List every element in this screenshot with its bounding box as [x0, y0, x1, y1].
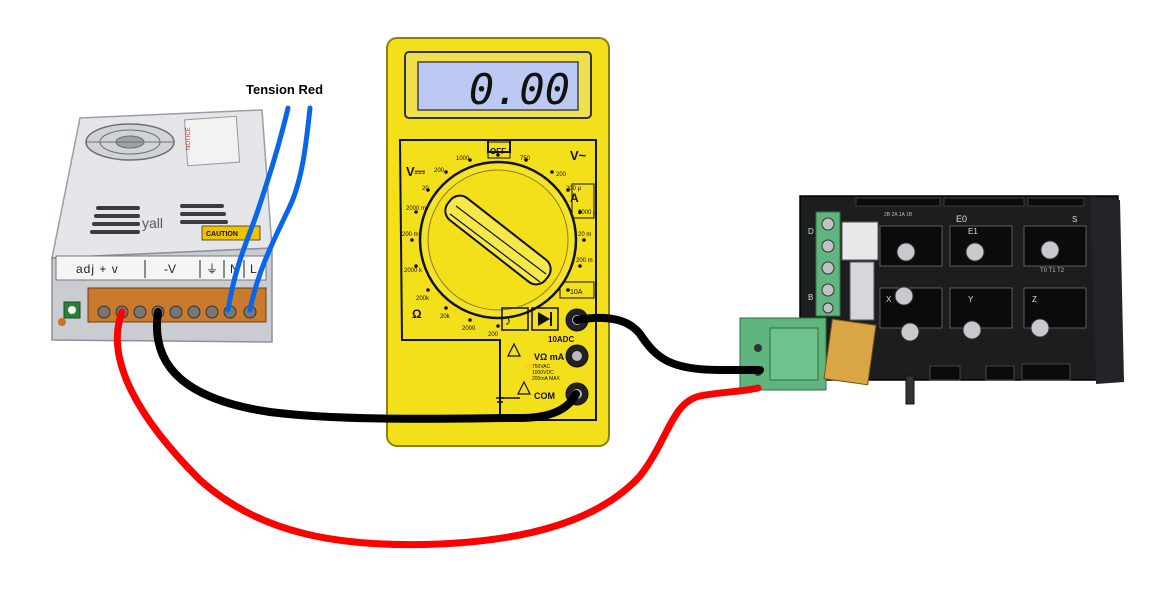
capacitors — [894, 240, 1060, 342]
jack-vomA[interactable] — [565, 344, 589, 368]
wire-blue-2 — [247, 105, 313, 313]
board-e1-label: E1 — [968, 227, 978, 236]
vent-left — [90, 206, 140, 234]
a2000u-label: 2000 μ — [578, 210, 597, 216]
r2000-label: 2000 — [462, 326, 476, 332]
amps-label: A — [570, 191, 579, 205]
board-x-label: X — [886, 295, 892, 304]
r2000k-label: 2000 k — [404, 268, 423, 274]
power-supply: NOTICE yall CAUTION adj + v -V ⏚ N L — [51, 109, 273, 343]
jack-com-label: COM — [534, 391, 555, 401]
rating-label-3: 200mA MAX — [532, 376, 560, 382]
rotary-selector-dial[interactable] — [418, 160, 578, 320]
pin-header-top — [855, 197, 1085, 207]
notice-sticker — [183, 115, 241, 167]
lcd-screen — [417, 61, 579, 111]
a200m-label: 200 m — [576, 258, 593, 264]
high-voltage-icon: ⚡ — [522, 360, 534, 373]
board-b-label: B — [808, 293, 813, 302]
wire-red — [113, 308, 762, 549]
hfe-socket — [571, 183, 595, 219]
v200m-label: 200 m — [402, 232, 419, 238]
v200b-label: 200 — [556, 172, 567, 178]
board-d-label: D — [808, 227, 814, 236]
r200-label: 200 — [488, 332, 499, 338]
v2000m-label: 2000 m — [406, 206, 426, 212]
ground-symbol-icon — [496, 397, 504, 407]
power-input-terminal — [739, 317, 827, 391]
diode-icon — [538, 312, 552, 326]
board-z-label: Z — [1032, 295, 1037, 304]
pin-header-bottom — [929, 363, 1071, 381]
caution-sticker — [201, 225, 261, 241]
controller-board: E0 E1 Y Z X S D B 2B 2A 1A 1B T0 T1 T2 — [739, 195, 1124, 405]
polyfuse — [823, 318, 877, 386]
brand-label: yall — [142, 215, 163, 231]
caution-label: CAUTION — [206, 231, 238, 238]
minus-v-label: -V — [164, 262, 176, 276]
adj-v-label: adj + v — [76, 262, 119, 276]
r200k-label: 200k — [416, 296, 430, 302]
v20-label: 20 — [422, 186, 429, 192]
v1000-label: 1000 — [456, 156, 470, 162]
off-label: OFF — [490, 147, 506, 156]
a200u-label: 200 μ — [566, 186, 582, 192]
board-y-label: Y — [968, 295, 974, 304]
thermistor-label: T0 T1 T2 — [1040, 268, 1065, 274]
a10-label: 10A — [570, 289, 583, 296]
wire-black — [152, 308, 764, 423]
wire-blue-1 — [225, 105, 291, 313]
continuity-icon: ♪ — [505, 314, 511, 328]
multimeter: 0.00 V⎓ V~ OFF A Ω 1000 750 200 200 20 2… — [386, 37, 610, 447]
v200a-label: 200 — [434, 168, 445, 174]
rating-label-2: 1000VDC — [532, 370, 554, 376]
vac-label: V~ — [570, 148, 587, 163]
dial-ticks — [410, 153, 586, 328]
ground-icon: ⏚ — [206, 262, 218, 276]
fan-icon — [85, 123, 175, 161]
vent-right — [180, 204, 228, 224]
driver-label: 2B 2A 1A 1B — [884, 212, 913, 218]
board-e0-label: E0 — [956, 214, 967, 224]
jack-vomA-label: VΩ mA — [534, 352, 565, 362]
lcd-reading: 0.00 — [469, 65, 570, 114]
rating-label-1: 750VAC — [532, 364, 551, 370]
notice-label: NOTICE — [186, 127, 192, 150]
line-label: L — [250, 262, 257, 276]
warning-icon — [507, 342, 521, 357]
board-s-label: S — [1072, 215, 1077, 224]
neutral-label: N — [230, 262, 239, 276]
a20m-label: 20 m — [578, 232, 591, 238]
terminal-block-mosfet — [815, 211, 841, 317]
warning-icon-2 — [517, 380, 531, 395]
jack-10adc-label: 10ADC — [548, 335, 574, 344]
ohms-label: Ω — [412, 307, 422, 321]
r20k-label: 20k — [440, 314, 451, 320]
vdc-label: V⎓ — [406, 164, 426, 179]
wire-label: Tension Red — [246, 82, 323, 97]
